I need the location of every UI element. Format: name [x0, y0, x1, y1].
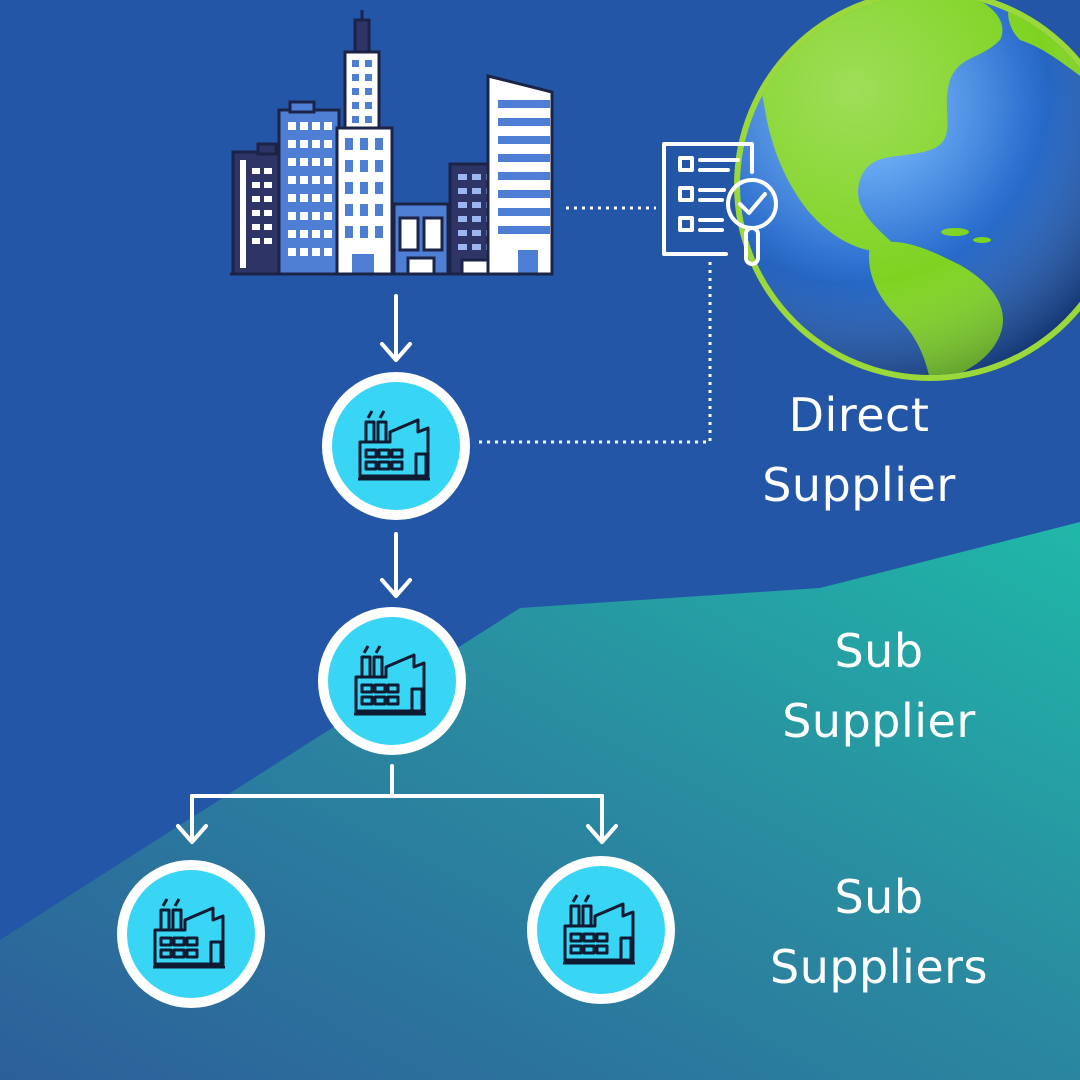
- sub-suppliers-label: Sub Suppliers: [744, 862, 1014, 1002]
- dotted-connector: [476, 206, 712, 444]
- sub-supplier-node: [318, 607, 466, 755]
- flow-arrow: [380, 294, 412, 362]
- direct-supplier-label-line1: Direct: [788, 388, 930, 442]
- checklist-magnifier-icon: [662, 142, 778, 266]
- sub-supplier-label-line1: Sub: [834, 624, 924, 678]
- city-buildings-icon: [230, 10, 554, 276]
- branch-connector: [176, 764, 618, 844]
- globe-icon: [734, 0, 1080, 381]
- sub-supplier-label-line2: Supplier: [782, 694, 976, 748]
- sub-supplier-label: Sub Supplier: [744, 616, 1014, 756]
- direct-supplier-node: [322, 372, 470, 520]
- sub-suppliers-label-line1: Sub: [834, 870, 924, 924]
- sub-supplier-node-left: [117, 860, 265, 1008]
- direct-supplier-label: Direct Supplier: [724, 380, 994, 520]
- teal-wave-background: [0, 522, 1080, 1080]
- sub-supplier-node-right: [527, 856, 675, 1004]
- sub-suppliers-label-line2: Suppliers: [770, 940, 988, 994]
- direct-supplier-label-line2: Supplier: [762, 458, 956, 512]
- flow-arrow: [380, 532, 412, 598]
